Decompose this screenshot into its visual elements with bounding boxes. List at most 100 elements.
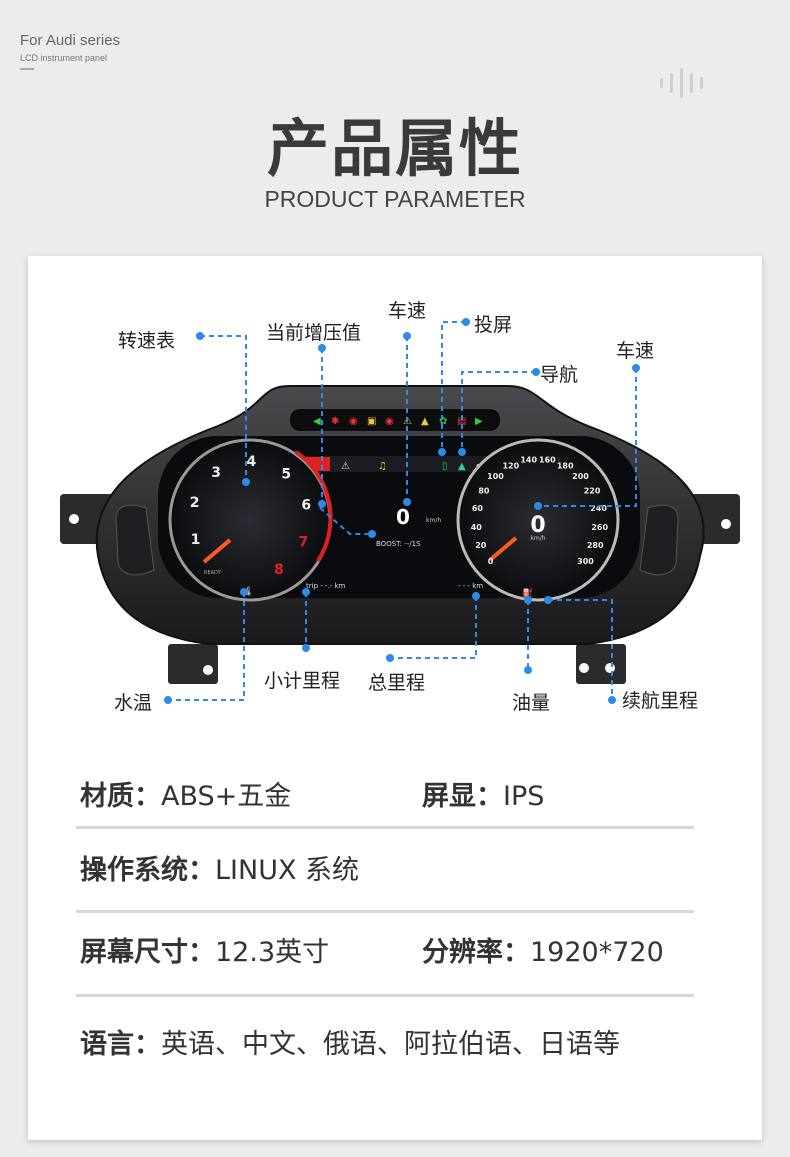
callout-fuel: 油量	[512, 692, 551, 714]
svg-text:◉: ◉	[385, 416, 394, 427]
spec-resolution-key: 分辨率：	[422, 937, 530, 968]
gauge-tick-label: 220	[584, 487, 601, 496]
svg-text:▶: ▶	[475, 416, 483, 427]
warning-light-bar	[290, 409, 500, 431]
svg-text:◀: ◀	[313, 416, 321, 427]
callout-projection: 投屏	[474, 314, 513, 336]
tachometer-gauge: READY	[168, 438, 333, 602]
gauge-tick-label: 60	[472, 504, 484, 513]
decorative-bars-icon	[660, 68, 703, 98]
mount-bracket-bottom-left	[168, 644, 218, 684]
water-temp-icon: 🌡	[243, 586, 254, 597]
svg-text:▲: ▲	[421, 416, 429, 427]
gauge-tick-label: 80	[478, 487, 490, 496]
callout-boost: 当前增压值	[266, 322, 362, 344]
gauge-tick-label: 4	[247, 454, 257, 470]
callout-total-mileage: 总里程	[368, 672, 426, 694]
gauge-tick-label: 160	[539, 456, 556, 465]
gauge-tick-label: 140	[520, 456, 537, 465]
gauge-tick-label: 260	[591, 523, 608, 532]
gauge-tick-label: 0	[488, 557, 494, 566]
spec-resolution: 分辨率：1920*720	[422, 930, 664, 969]
svg-text:✿: ✿	[439, 416, 447, 427]
spec-material: 材质：ABS+五金	[80, 774, 291, 813]
odo-readout: - - - km	[458, 582, 483, 590]
callout-range: 续航里程	[622, 690, 699, 712]
callout-water-temp: 水温	[114, 692, 153, 714]
gauge-tick-label: 20	[475, 541, 487, 550]
spec-os-value: LINUX 系统	[215, 855, 360, 886]
spec-divider	[76, 994, 694, 997]
spec-screen-key: 屏显：	[422, 781, 503, 812]
page-subtitle: PRODUCT PARAMETER	[264, 186, 526, 212]
spec-resolution-value: 1920*720	[530, 937, 664, 968]
right-side-pod	[639, 504, 679, 576]
brand-divider	[20, 68, 34, 70]
gauge-tick-label: 40	[471, 523, 483, 532]
spec-language: 语言：英语、中文、俄语、阿拉伯语、日语等	[80, 1022, 620, 1061]
gauge-tick-label: 100	[487, 472, 504, 481]
callout-trip: 小计里程	[264, 670, 341, 692]
gauge-tick-label: 200	[572, 472, 589, 481]
brand-block: For Audi series LCD instrument panel	[20, 32, 120, 70]
right-speed-value: 0	[530, 513, 545, 538]
callout-tachometer: 转速表	[118, 330, 176, 352]
callout-speed-center: 车速	[388, 300, 427, 322]
gauge-tick-label: 8	[274, 562, 284, 578]
gauge-tick-label: 280	[587, 541, 604, 550]
trip-readout: trip - -.- km	[306, 582, 346, 590]
ready-label: READY	[204, 570, 222, 576]
spec-language-value: 英语、中文、俄语、阿拉伯语、日语等	[161, 1029, 620, 1060]
page-title: 产品属性	[266, 112, 523, 185]
spec-size-key: 屏幕尺寸：	[80, 937, 215, 968]
gauge-tick-label: 240	[590, 504, 607, 513]
spec-os-key: 操作系统：	[80, 855, 215, 886]
spec-divider	[76, 910, 694, 913]
spec-size-value: 12.3英寸	[215, 937, 330, 968]
spec-screen-value: IPS	[503, 781, 545, 812]
gauge-tick-label: 2	[190, 495, 200, 511]
callout-speed-right: 车速	[616, 340, 655, 362]
spec-language-key: 语言：	[80, 1029, 161, 1060]
speedometer-gauge	[456, 438, 620, 602]
spec-size: 屏幕尺寸：12.3英寸	[80, 930, 329, 969]
boost-readout: BOOST: --/1S	[376, 540, 421, 548]
triangle-icon: ⚠	[341, 461, 350, 472]
gauge-tick-label: 120	[502, 461, 519, 470]
center-speed-unit: km/h	[426, 517, 441, 524]
fuel-pump-icon: ⛽	[522, 587, 533, 599]
status-strip	[290, 456, 502, 472]
spec-screen: 屏显：IPS	[422, 774, 544, 813]
music-icon: ♫	[378, 461, 387, 472]
gauge-tick-label: 1	[191, 532, 201, 548]
gauge-tick-label: 6	[301, 498, 311, 514]
left-side-pod	[115, 504, 155, 576]
svg-text:▤: ▤	[457, 416, 466, 427]
cluster-diagram: ◀ ✱ ◉ ▣ ◉ ⚠ ▲ ✿ ▤ ▶ ⚠ ♫ ▯ ▲ ••• READY 12…	[60, 318, 740, 704]
center-speed-value: 0	[396, 505, 410, 529]
svg-text:✱: ✱	[331, 416, 339, 427]
callout-dots	[164, 318, 640, 704]
gauge-tick-label: 3	[211, 465, 221, 481]
brand-title: For Audi series	[20, 32, 121, 49]
phone-icon: ▯	[442, 461, 448, 472]
parameter-card: ◀ ✱ ◉ ▣ ◉ ⚠ ▲ ✿ ▤ ▶ ⚠ ♫ ▯ ▲ ••• READY 12…	[28, 256, 762, 1140]
mount-bracket-bottom-right	[576, 644, 626, 684]
spec-material-key: 材质：	[80, 781, 161, 812]
gauge-tick-label: 7	[299, 535, 309, 551]
gauge-tick-label: 300	[577, 557, 594, 566]
callout-navigation: 导航	[540, 364, 579, 386]
callout-lines	[168, 321, 637, 701]
tach-ticks: 1 23 4 56 78	[190, 454, 311, 578]
spec-os: 操作系统：LINUX 系统	[80, 848, 359, 887]
gauge-tick-label: 180	[557, 461, 574, 470]
spec-material-value: ABS+五金	[161, 781, 292, 812]
svg-text:◉: ◉	[349, 416, 358, 427]
right-speed-unit: km/h	[530, 535, 545, 542]
gauge-tick-label: 5	[281, 467, 291, 483]
svg-text:▣: ▣	[367, 416, 376, 427]
brand-subtitle: LCD instrument panel	[20, 53, 108, 63]
nav-arrow-icon: ▲	[458, 461, 466, 472]
spec-divider	[76, 826, 694, 829]
